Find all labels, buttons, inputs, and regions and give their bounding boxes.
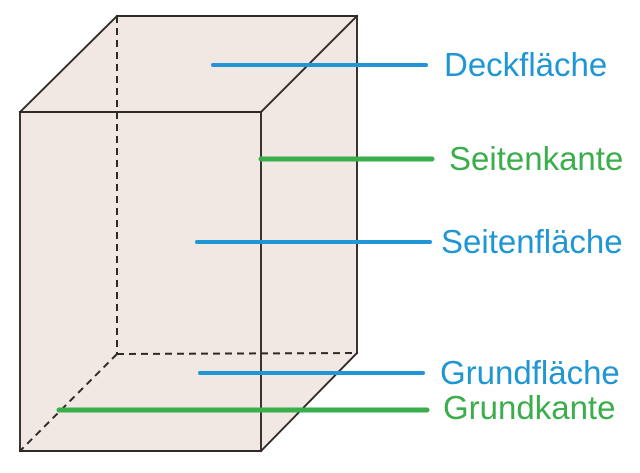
visible-edges (18, 14, 359, 453)
edge-top-left-depth (18, 14, 119, 114)
cuboid-right-face (261, 16, 357, 451)
hidden-edge-bottom-left (19, 353, 118, 452)
cuboid-top-face (20, 16, 357, 112)
label-grundkante: Grundkante (443, 389, 616, 426)
label-seitenflaeche: Seitenfläche (441, 223, 623, 260)
label-grundflaeche: Grundfläche (440, 354, 620, 391)
label-deckflaeche: Deckfläche (444, 46, 608, 83)
cuboid-front-face (20, 112, 261, 451)
label-seitenkante: Seitenkante (449, 140, 624, 177)
edge-bottom-right-depth (259, 351, 359, 453)
hidden-edge-bottom-back (116, 352, 358, 355)
